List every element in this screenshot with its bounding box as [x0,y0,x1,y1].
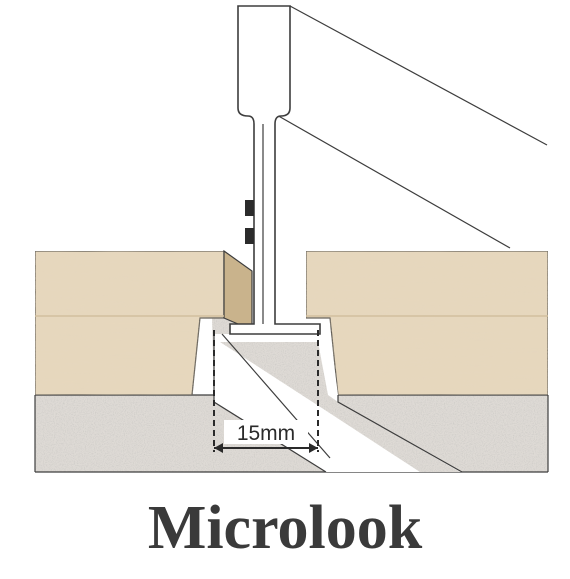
tee-stiffener-upper [245,200,254,216]
tee-profile-outline [229,5,321,335]
left-tile-reveal-side [223,249,253,331]
right-tile-face [305,250,549,396]
dimension-15mm: 15mm [213,330,319,453]
perspective-line-bottom [274,113,511,249]
dimension-label-bg [224,420,308,444]
groove-slope-fill [220,342,460,472]
perspective-line-top [289,5,548,146]
tee-stiffener-lower [245,228,254,244]
groove-diagonal-line [221,333,331,459]
dimension-arrow-right [309,443,318,453]
groove-right-outline [337,395,463,473]
grid-tee-profile [229,5,321,335]
left-tile-face [34,250,225,396]
dimension-arrow-left [214,443,223,453]
dimension-label: 15mm [237,422,295,445]
right-tile [305,250,549,396]
perspective-lines [274,5,548,249]
product-title: Microlook [148,494,423,562]
left-tile [34,249,253,396]
